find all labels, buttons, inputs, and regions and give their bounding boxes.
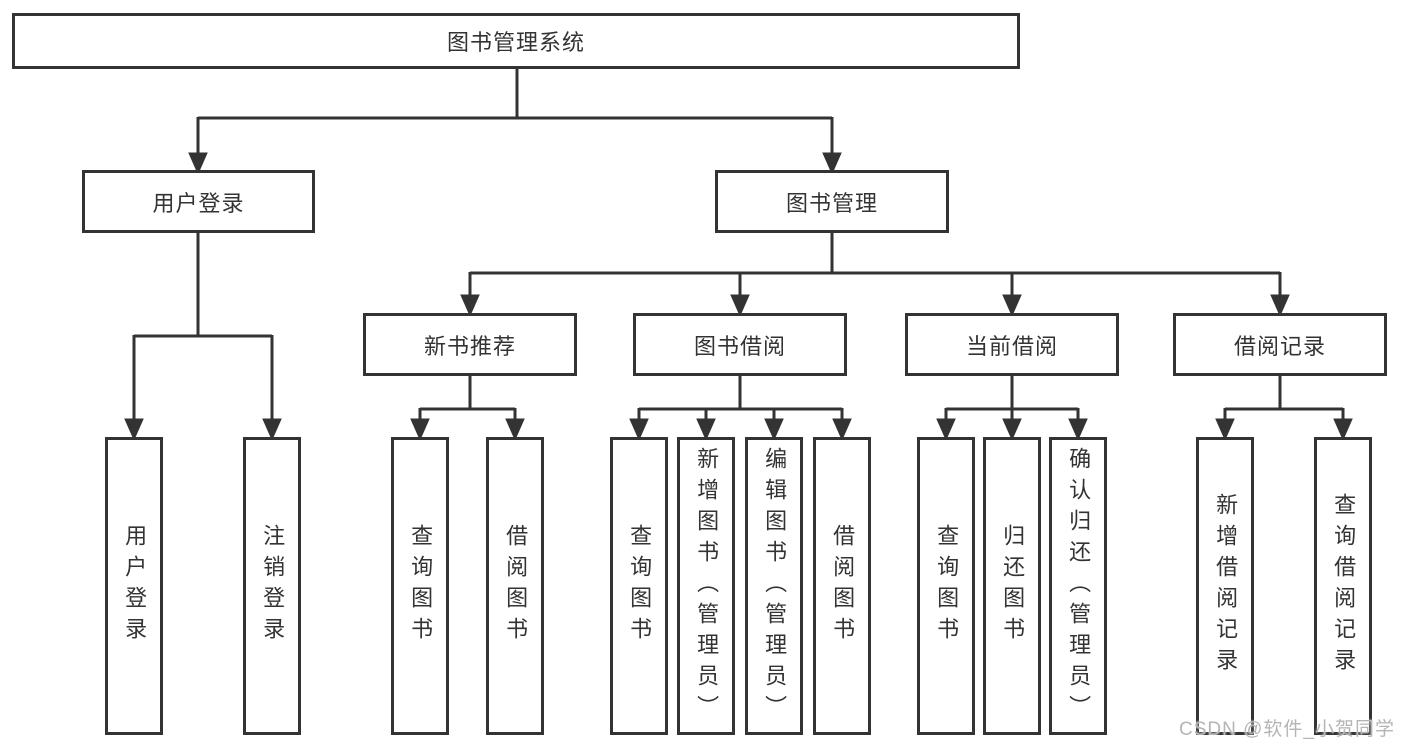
node-label: 借阅图书	[830, 524, 856, 648]
node-label: 查询图书	[408, 524, 434, 648]
node-label: 查询借阅记录	[1331, 493, 1357, 679]
node-user-login: 用户登录	[82, 170, 315, 233]
leaf-bb-edit-books: 编辑图书（管理员）	[745, 437, 803, 735]
node-label: 当前借阅	[965, 333, 1058, 359]
leaf-cb-confirm-return: 确认归还（管理员）	[1049, 437, 1107, 735]
csdn-watermark: CSDN @软件_小贺同学	[1179, 719, 1395, 740]
leaf-user-login: 用户登录	[105, 437, 163, 735]
connector-user-login-to-leaves	[124, 233, 282, 441]
node-label: 新书推荐	[423, 333, 516, 359]
connector-book-borrow-to-leaves	[629, 376, 852, 441]
connector-book-management-to-level3	[460, 233, 1290, 317]
node-label: 新增借阅记录	[1213, 493, 1239, 679]
leaf-bb-borrow-books: 借阅图书	[813, 437, 871, 735]
node-label: 确认归还（管理员）	[1066, 446, 1092, 726]
leaf-bb-query-books: 查询图书	[610, 437, 668, 735]
node-label: 图书借阅	[693, 333, 786, 359]
node-label: 用户登录	[122, 524, 148, 648]
leaf-br-query-record: 查询借阅记录	[1314, 437, 1372, 735]
leaf-bb-add-books: 新增图书（管理员）	[677, 437, 735, 735]
node-label: 注销登录	[260, 524, 286, 648]
leaf-nb-borrow-books: 借阅图书	[486, 437, 544, 735]
connector-borrow-records-to-leaves	[1215, 376, 1353, 441]
node-label: 图书管理	[785, 190, 878, 216]
node-label: 图书管理系统	[446, 30, 585, 55]
node-book-management: 图书管理	[715, 170, 949, 233]
connector-root-to-level2	[188, 69, 842, 175]
connector-current-borrow-to-leaves	[936, 376, 1088, 441]
node-label: 查询图书	[627, 524, 653, 648]
node-label: 归还图书	[1000, 524, 1026, 648]
node-root: 图书管理系统	[12, 13, 1020, 69]
leaf-cb-query-books: 查询图书	[917, 437, 975, 735]
node-label: 编辑图书（管理员）	[762, 446, 788, 726]
node-borrow-records: 借阅记录	[1173, 313, 1387, 376]
node-book-borrow: 图书借阅	[633, 313, 847, 376]
node-current-borrow: 当前借阅	[905, 313, 1119, 376]
node-label: 查询图书	[934, 524, 960, 648]
node-label: 借阅记录	[1233, 333, 1326, 359]
leaf-cb-return-books: 归还图书	[983, 437, 1041, 735]
leaf-logout: 注销登录	[243, 437, 301, 735]
node-label: 新增图书（管理员）	[694, 446, 720, 726]
connector-new-book-recommend-to-leaves	[410, 376, 525, 441]
node-label: 用户登录	[152, 190, 245, 216]
leaf-br-add-record: 新增借阅记录	[1196, 437, 1254, 735]
node-label: 借阅图书	[503, 524, 529, 648]
leaf-nb-query-books: 查询图书	[391, 437, 449, 735]
node-new-book-recommend: 新书推荐	[363, 313, 577, 376]
